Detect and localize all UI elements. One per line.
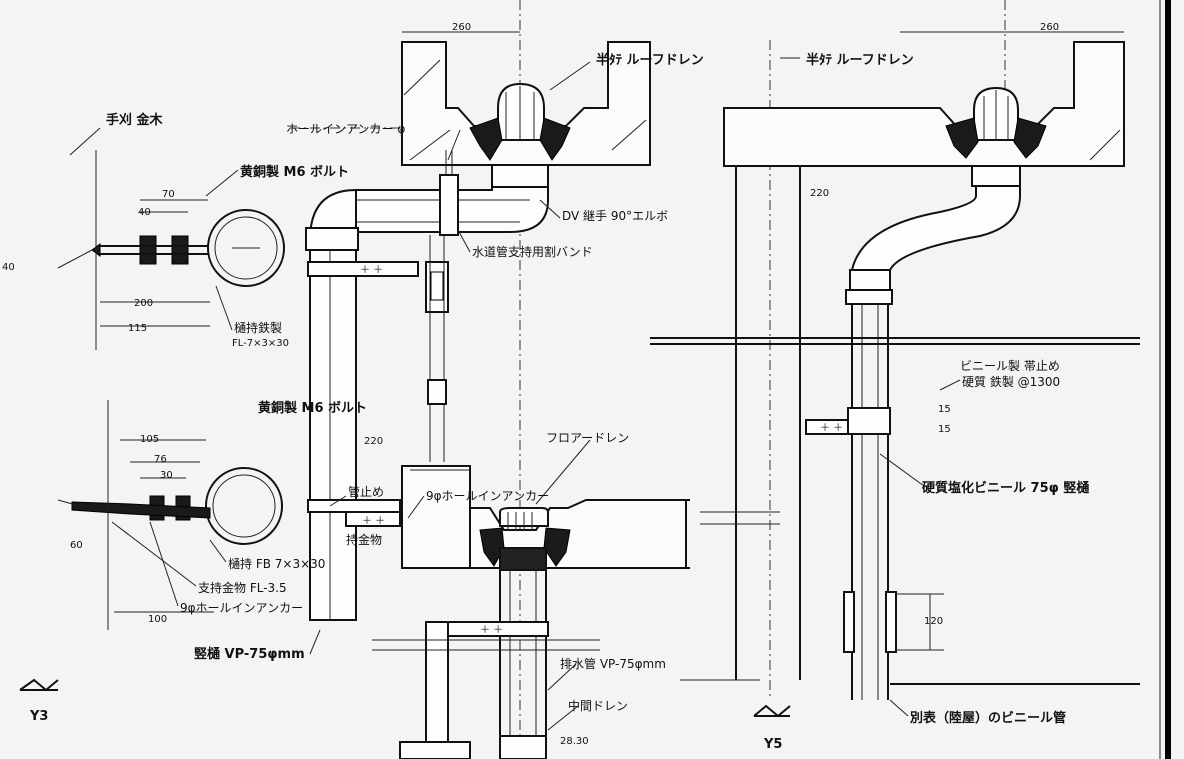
wall-lines-right — [650, 166, 1140, 685]
axis-y5-label: Y5 — [763, 737, 782, 752]
dim-40a: 40 — [138, 207, 151, 218]
axis-y3-label: Y3 — [29, 709, 48, 724]
clamp-detail-bottom — [71, 400, 283, 630]
dim-100: 100 — [148, 614, 167, 625]
clamp-detail-top — [91, 150, 285, 350]
roof-slab-right: 260 — [723, 22, 1125, 167]
dim-76: 76 — [154, 454, 167, 465]
leader-lines — [57, 57, 961, 731]
dim-2830: 28.30 — [560, 736, 589, 747]
label-brass-m6-mid: 黄銅製 M6 ボルト — [258, 400, 367, 416]
annotations: 半ﾀﾃ ルーフドレン 半ﾀﾃ ルーフドレン ホールインアンカー φ DV 継手 … — [106, 52, 1089, 726]
axis-marker-y3: Y3 — [19, 678, 59, 724]
axis-marker-y5: Y5 — [753, 704, 791, 752]
drain-pipes-lower: ＋ ＋ — [372, 570, 600, 759]
svg-text:＋ ＋: ＋ ＋ — [360, 265, 383, 276]
label-roof-drain-left: 半ﾀﾃ ルーフドレン — [596, 52, 704, 68]
dim-60: 60 — [70, 540, 83, 551]
label-drain-pipe: 排水管 VP-75φmm — [560, 656, 666, 671]
svg-text:＋ ＋: ＋ ＋ — [480, 625, 503, 636]
bracket-left-top: ＋ ＋ — [307, 235, 449, 462]
label-ring-stop: 管止め — [348, 484, 384, 499]
floor-lines-left — [570, 499, 780, 569]
dim-15b: 15 — [938, 424, 951, 435]
label-pvc-pipe: 硬質塩化ビニール 75φ 竪樋 — [922, 480, 1089, 496]
label-hole-anchor-top: ホールインアンカー φ — [286, 122, 405, 136]
floor-slab-left: ＋ ＋ — [307, 465, 687, 571]
label-hanger-steel: 樋持鉄製 — [234, 320, 282, 335]
dim-200: 200 — [134, 298, 153, 309]
dim-105: 105 — [140, 434, 159, 445]
label-vinyl-band-spec: 硬質 鉄製 @1300 — [962, 374, 1060, 389]
label-hanger-steel-spec: FL-7×3×30 — [232, 338, 289, 349]
label-floor-drain: フロアードレン — [546, 431, 629, 445]
roof-drain-left — [469, 82, 571, 188]
label-support-fitting-spec: 支持金物 FL-3.5 — [198, 580, 287, 595]
svg-text:＋ ＋: ＋ ＋ — [820, 423, 843, 434]
dim-115: 115 — [128, 323, 147, 334]
dim-260-right: 260 — [1040, 22, 1059, 33]
label-hole-anchor-9b: 9φホールインアンカー — [180, 601, 303, 615]
dim-left-edge: 40 — [2, 262, 15, 273]
dim-260-left: 260 — [452, 22, 471, 33]
label-parapet: 別表（陸屋）のビニール管 — [909, 710, 1066, 726]
label-downpipe: 竪樋 VP-75φmm — [194, 646, 305, 662]
label-steel-bracket: 手刈 金木 — [106, 112, 164, 128]
label-roof-drain-right: 半ﾀﾃ ルーフドレン — [806, 52, 914, 68]
dim-120: 120 — [924, 616, 943, 627]
label-pvc-elbow: DV 継手 90°エルボ — [562, 208, 668, 223]
dim-220b: 220 — [364, 436, 383, 447]
label-support-fitting: 持金物 — [346, 532, 382, 547]
label-pipe-band: 水道管支持用割バンド — [472, 244, 593, 259]
label-mid-drain: 中間ドレン — [568, 698, 628, 713]
label-hole-anchor-9: 9φホールインアンカー — [426, 489, 549, 503]
dim-70: 70 — [162, 189, 175, 200]
label-vinyl-band: ビニール製 帯止め — [960, 359, 1060, 373]
offset-pipe-right: ＋ ＋ — [805, 185, 1021, 700]
dimension-texts: 220 220 70 40 200 115 105 76 30 60 100 1… — [2, 188, 951, 747]
dim-30: 30 — [160, 470, 173, 481]
dim-220: 220 — [810, 188, 829, 199]
dim-15a: 15 — [938, 404, 951, 415]
svg-text:＋ ＋: ＋ ＋ — [362, 516, 385, 527]
label-brass-m6-top: 黄銅製 M6 ボルト — [240, 164, 349, 180]
label-hanger-fb: 樋持 FB 7×3×30 — [228, 556, 325, 571]
sheet-border — [1159, 0, 1171, 759]
roof-drain-right — [945, 86, 1047, 187]
anchor-detail-right — [843, 591, 944, 653]
